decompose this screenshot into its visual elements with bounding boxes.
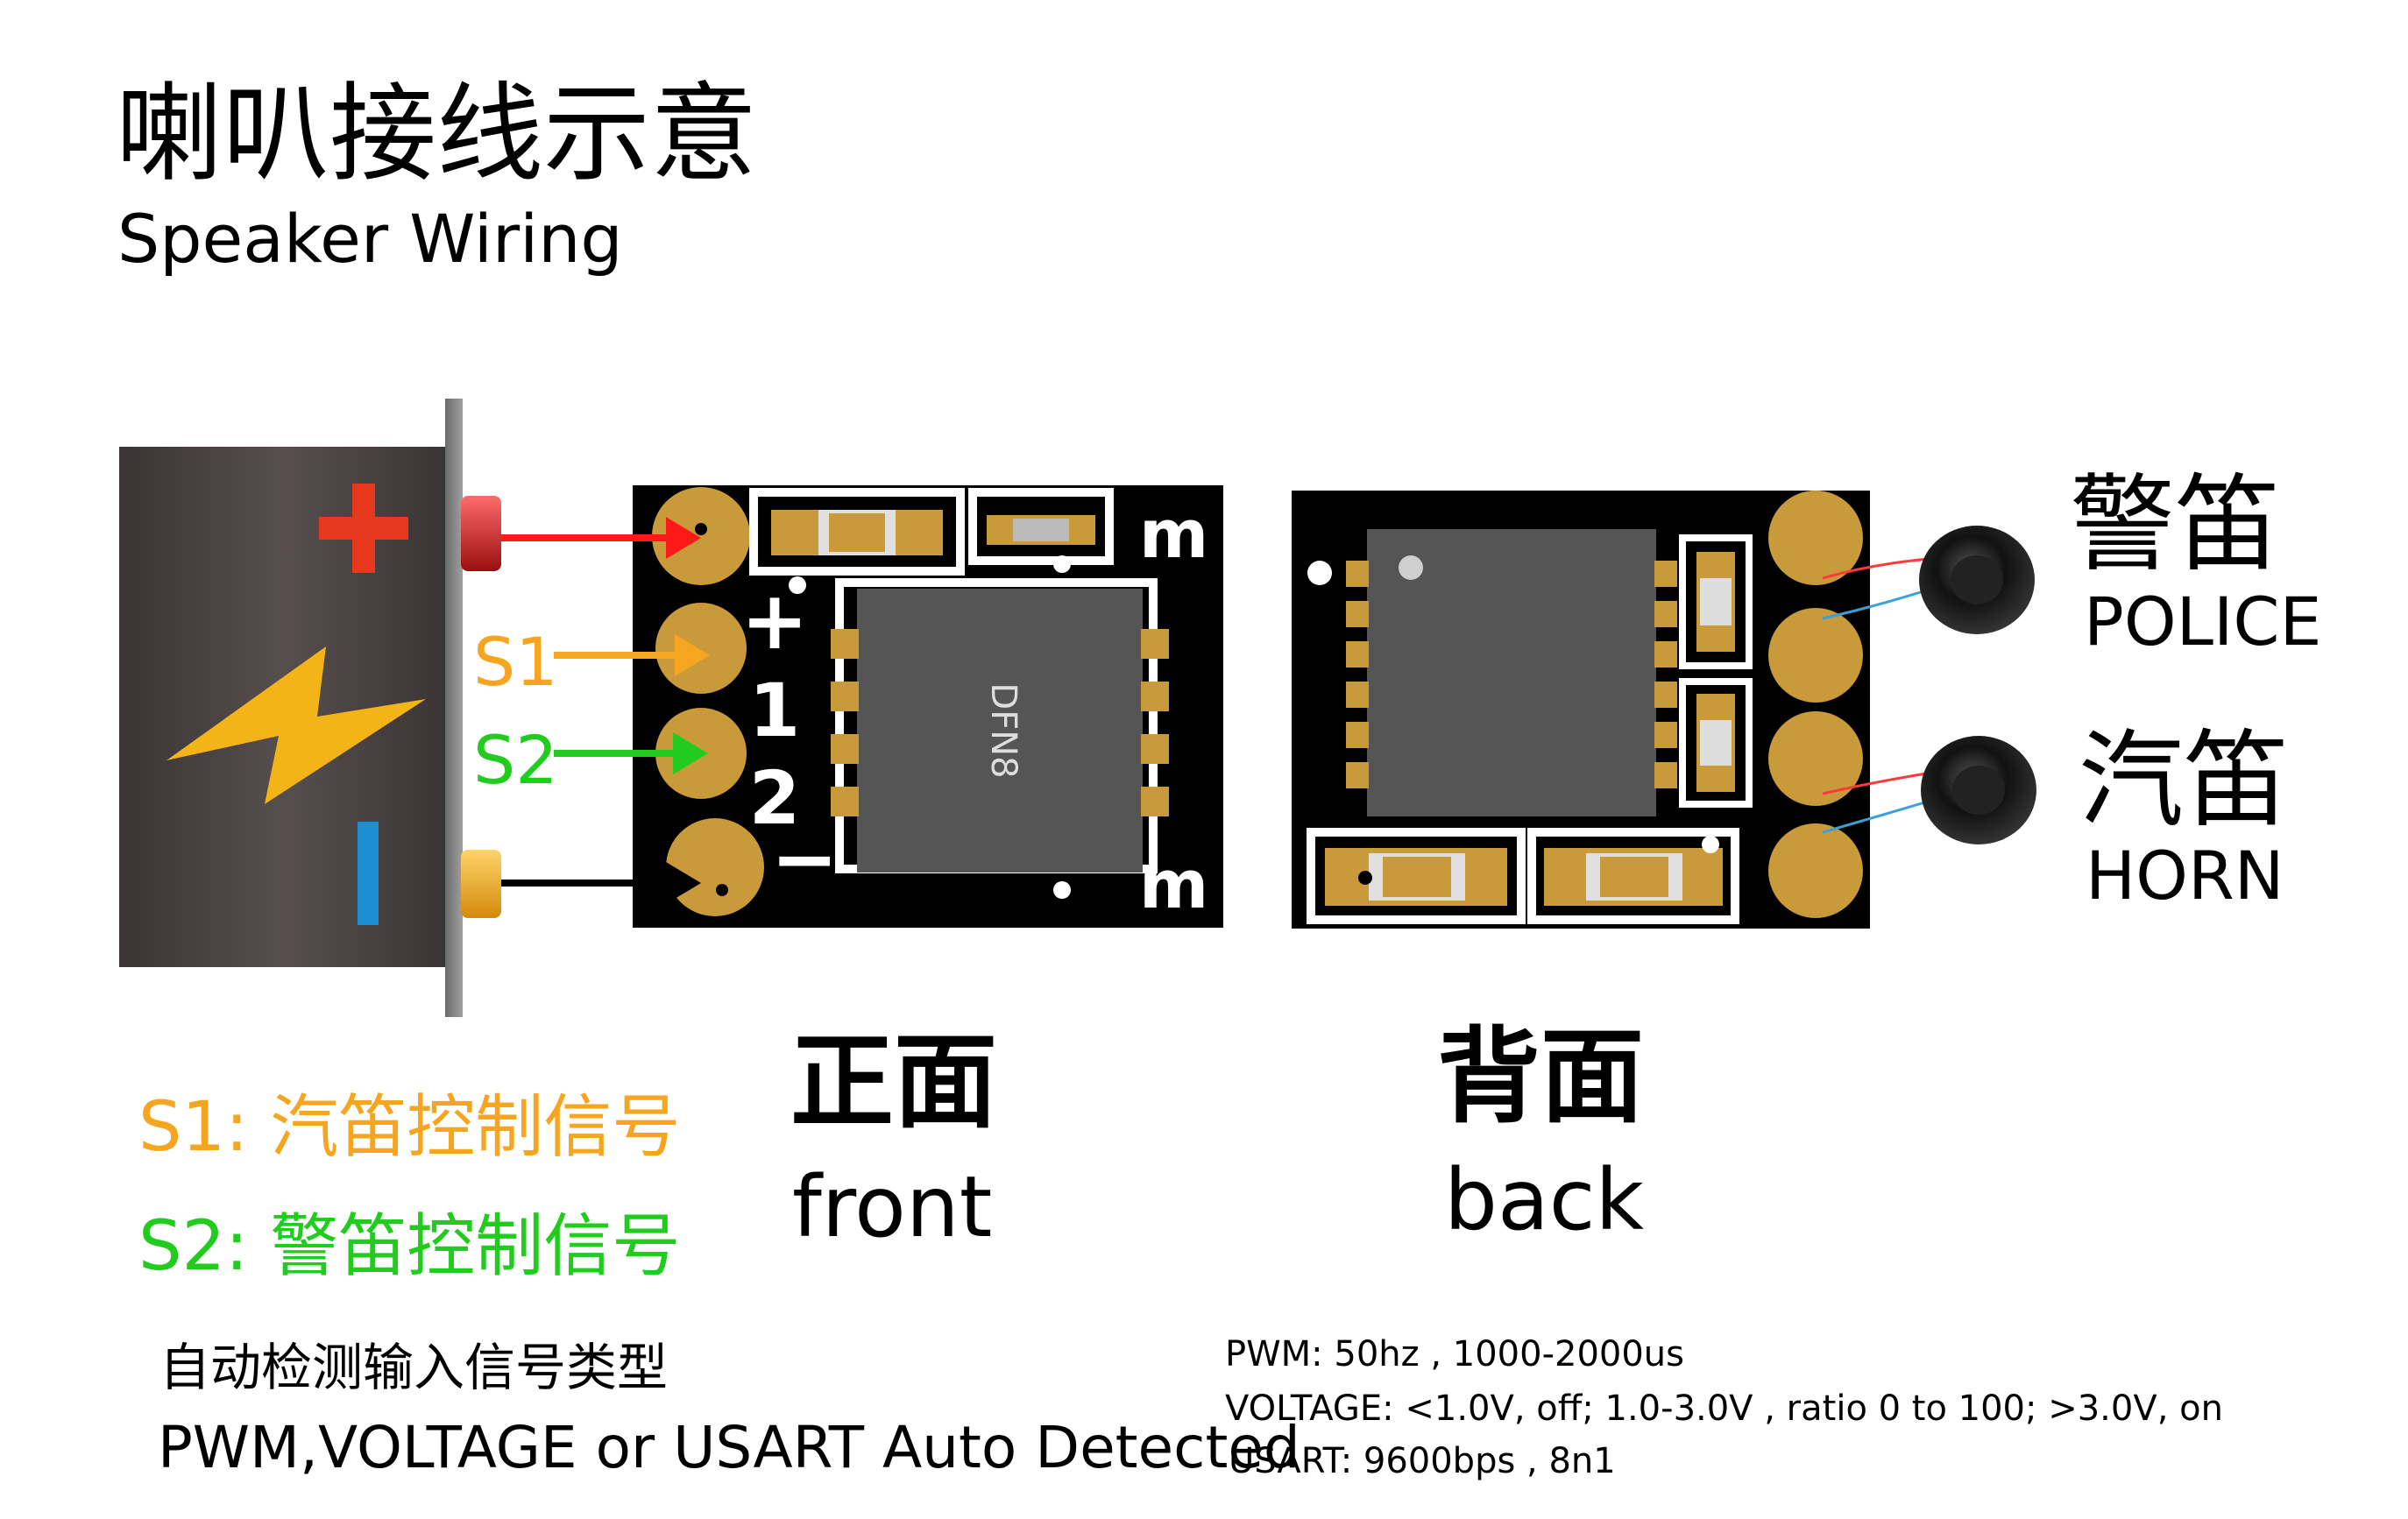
negative-terminal bbox=[461, 850, 501, 918]
back-label-cn: 背面 bbox=[1437, 1016, 1645, 1137]
svg-text:m: m bbox=[1139, 495, 1208, 573]
positive-terminal bbox=[461, 496, 501, 571]
horn-label-en: HORN bbox=[2086, 837, 2284, 915]
auto-detect-en: PWM,VOLTAGE or USART Auto Detected bbox=[158, 1414, 1300, 1481]
spec-voltage: VOLTAGE: <1.0V, off; 1.0-3.0V , ratio 0 … bbox=[1225, 1388, 2223, 1429]
pad-positive bbox=[652, 487, 750, 585]
back-label-en: back bbox=[1444, 1151, 1645, 1249]
pad-s1 bbox=[655, 603, 747, 694]
pad-negative bbox=[666, 818, 764, 916]
s1-wire-label: S1 bbox=[473, 623, 558, 701]
police-label-en: POLICE bbox=[2084, 583, 2322, 661]
back-pcb bbox=[1292, 491, 1870, 929]
lightning-bolt-icon bbox=[166, 646, 426, 804]
speakers bbox=[1822, 526, 2036, 844]
front-label-cn: 正面 bbox=[790, 1021, 998, 1142]
police-label-cn: 警笛 bbox=[2070, 464, 2280, 586]
front-label-en: front bbox=[792, 1158, 993, 1256]
spec-usart: USART: 9600bps , 8n1 bbox=[1229, 1441, 1616, 1481]
battery-minus-icon bbox=[358, 822, 379, 925]
s2-wire-label: S2 bbox=[473, 721, 558, 799]
horn-label-cn: 汽笛 bbox=[2079, 720, 2289, 842]
chip-label: DFN8 bbox=[983, 682, 1023, 778]
pad-horn-b bbox=[1768, 823, 1863, 918]
pad-police-a bbox=[1768, 491, 1863, 585]
pad-police-b bbox=[1768, 608, 1863, 703]
spec-pwm: PWM: 50hz , 1000-2000us bbox=[1225, 1334, 1684, 1374]
front-pcb: m m DFN8 + 1 2 − bbox=[633, 485, 1223, 928]
pin-2-label: 2 bbox=[749, 755, 800, 841]
pad-horn-a bbox=[1768, 711, 1863, 806]
s1-description: S1: 汽笛控制信号 bbox=[138, 1088, 681, 1167]
pin-minus-label: − bbox=[770, 812, 838, 906]
page-title-cn: 喇叭接线示意 bbox=[116, 72, 757, 196]
page-title-en: Speaker Wiring bbox=[117, 200, 623, 278]
wires: S1 S2 bbox=[473, 517, 710, 904]
s2-description: S2: 警笛控制信号 bbox=[138, 1207, 681, 1286]
pin-1-label: 1 bbox=[749, 668, 800, 753]
battery bbox=[119, 399, 501, 1017]
auto-detect-cn: 自动检测输入信号类型 bbox=[159, 1338, 669, 1397]
